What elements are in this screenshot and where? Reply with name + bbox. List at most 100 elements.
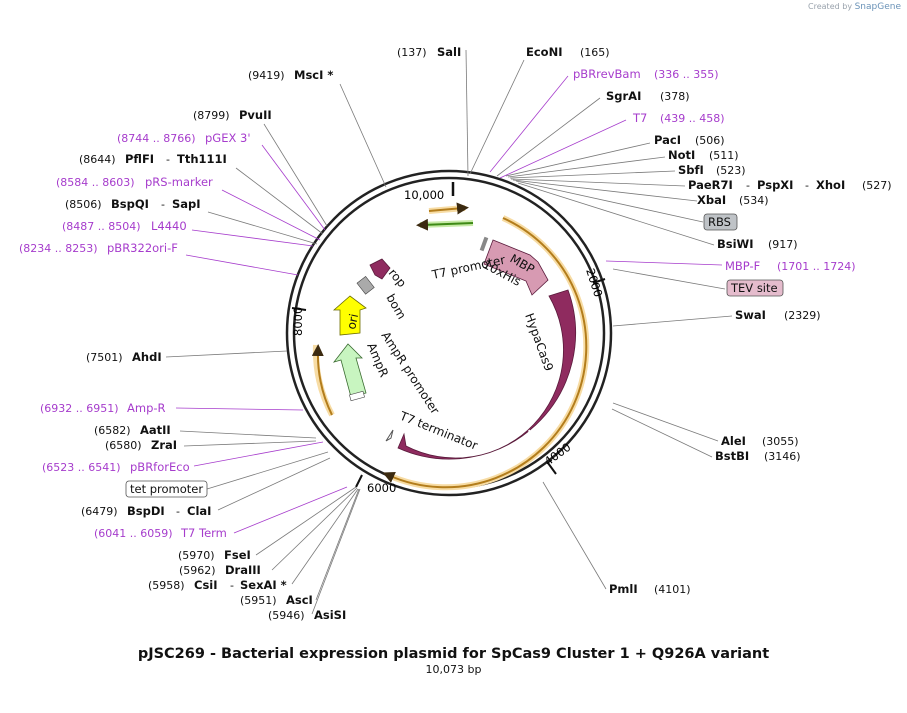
leader-bsiwi (517, 182, 715, 246)
label-sali[interactable]: (137) SalI (397, 45, 461, 59)
label-aatii[interactable]: (6582) AatII (94, 423, 171, 437)
xbai-name: XbaI (697, 193, 726, 207)
label-swai[interactable]: SwaI (2329) (735, 308, 821, 322)
leader-pbr322ori (185, 254, 299, 276)
label-sbfi[interactable]: SbfI (523) (678, 163, 746, 177)
label-msci[interactable]: (9419) MscI * (248, 68, 333, 82)
label-pbrrevbam[interactable]: pBRrevBam (336 .. 355) (573, 67, 719, 81)
label-rbs[interactable]: RBS (703, 213, 738, 231)
msci-name: MscI * (294, 68, 333, 82)
bom-label: bom (383, 292, 408, 322)
econi-name: EcoNI (526, 45, 562, 59)
hypacas9-marker (518, 422, 533, 434)
label-bspqi[interactable]: (8506) BspQI - SapI (65, 197, 201, 211)
alei-name: AleI (721, 434, 746, 448)
label-draiii[interactable]: (5962) DraIII (179, 563, 261, 577)
leader-sgrai (496, 97, 601, 177)
label-noti[interactable]: NotI (511) (668, 148, 739, 162)
label-econi[interactable]: EcoNI (165) (526, 45, 610, 59)
sali-name: SalI (437, 45, 461, 59)
label-bsiwi[interactable]: BsiWI (917) (717, 237, 798, 251)
label-tetprom[interactable]: tet promoter (125, 480, 208, 498)
map-title: pJSC269 - Bacterial expression plasmid f… (137, 646, 770, 662)
leader-noti (507, 156, 666, 178)
label-tevsite[interactable]: TEV site (726, 279, 784, 297)
tetprom-box (125, 480, 208, 498)
rop-feature[interactable] (369, 258, 391, 280)
label-pmli[interactable]: PmlI (4101) (609, 582, 691, 596)
label-asci[interactable]: (5951) AscI (240, 593, 313, 607)
ruler-2000: 2000 (583, 267, 605, 299)
sgrai-pos: (378) (660, 90, 690, 103)
label-csii[interactable]: (5958) CsiI - SexAI * (148, 578, 287, 592)
leader-fsei (255, 486, 357, 556)
label-bspdi[interactable]: (6479) BspDI - ClaI (81, 504, 211, 518)
pbr322ori-pos: (8234 .. 8253) (19, 242, 98, 255)
t7-terminator-label: T7 terminator (397, 408, 480, 452)
label-pbrforeco[interactable]: (6523 .. 6541) pBRforEco (42, 460, 190, 474)
label-t7term-primer[interactable]: (6041 .. 6059) T7 Term (94, 526, 227, 540)
label-fsei[interactable]: (5970) FseI (178, 548, 251, 562)
label-alei[interactable]: AleI (3055) (721, 434, 799, 448)
mbp-feature[interactable] (483, 239, 549, 296)
bom-feature[interactable] (356, 275, 375, 295)
ori-feature[interactable] (332, 295, 367, 336)
sapi-name: SapI (172, 197, 201, 211)
label-t7[interactable]: T7 (439 .. 458) (632, 111, 725, 125)
leader-pmli (542, 481, 607, 590)
aatii-pos: (6582) (94, 424, 131, 437)
t7-pos: (439 .. 458) (660, 112, 725, 125)
label-ampr-primer[interactable]: (6932 .. 6951) Amp-R (40, 401, 166, 415)
bspdi-pos: (6479) (81, 505, 118, 518)
mbpf-name: MBP-F (725, 259, 760, 273)
tick-4000 (547, 462, 557, 475)
ampr-feature[interactable] (332, 343, 367, 398)
t7-terminator-feature[interactable] (385, 429, 394, 442)
t7term-primer-pos: (6041 .. 6059) (94, 527, 173, 540)
t7-name: T7 (632, 111, 647, 125)
ruler-8000: 8000 (291, 307, 305, 336)
leader-t7term-primer (233, 486, 348, 534)
leader-t7 (499, 119, 627, 179)
ampr-primer-name: Amp-R (127, 401, 166, 415)
ruler-6000: 6000 (367, 481, 396, 495)
paer7i-name: PaeR7I (688, 178, 733, 192)
draiii-pos: (5962) (179, 564, 216, 577)
leader-msci (339, 83, 387, 188)
orf-left (311, 344, 333, 416)
bspqi-pos: (8506) (65, 198, 102, 211)
clai-name: ClaI (187, 504, 211, 518)
label-bstbi[interactable]: BstBI (3146) (715, 449, 801, 463)
label-pgex3[interactable]: (8744 .. 8766) pGEX 3' (117, 131, 251, 145)
pbrrevbam-pos: (336 .. 355) (654, 68, 719, 81)
label-xbai[interactable]: XbaI (534) (697, 193, 769, 207)
label-pflfi[interactable]: (8644) PflFI - Tth111I (79, 152, 227, 166)
hypacas9-feature[interactable] (397, 289, 576, 460)
paci-pos: (506) (695, 134, 725, 147)
label-paer7i[interactable]: PaeR7I - PspXI - XhoI (527) (688, 178, 892, 192)
tth111i-name: Tth111I (177, 152, 227, 166)
leader-prsmarker (221, 189, 321, 241)
leader-bspdi (217, 457, 331, 511)
label-paci[interactable]: PacI (506) (654, 133, 725, 147)
tick-8000 (291, 307, 307, 311)
pbrforeco-pos: (6523 .. 6541) (42, 461, 121, 474)
label-ahdi[interactable]: (7501) AhdI (86, 350, 162, 364)
label-asisi[interactable]: (5946) AsiSI (268, 608, 346, 622)
bspqi-name: BspQI (111, 197, 149, 211)
label-prsmarker[interactable]: (8584 .. 8603) pRS-marker (56, 175, 213, 189)
asci-name: AscI (286, 593, 313, 607)
pmli-pos: (4101) (654, 583, 691, 596)
label-mbpf[interactable]: MBP-F (1701 .. 1724) (725, 259, 856, 273)
msci-pos: (9419) (248, 69, 285, 82)
leader-econi (469, 59, 525, 175)
ampr-primer-pos: (6932 .. 6951) (40, 402, 119, 415)
snapgene-logo: SnapGene (854, 2, 901, 12)
label-sgrai[interactable]: SgrAI (378) (606, 89, 690, 103)
label-zrai[interactable]: (6580) ZraI (105, 438, 177, 452)
econi-pos: (165) (580, 46, 610, 59)
label-l4440[interactable]: (8487 .. 8504) L4440 (62, 219, 187, 233)
label-pvuii[interactable]: (8799) PvuII (193, 108, 272, 122)
prsmarker-name: pRS-marker (145, 175, 213, 189)
label-pbr322ori[interactable]: (8234 .. 8253) pBR322ori-F (19, 241, 178, 255)
